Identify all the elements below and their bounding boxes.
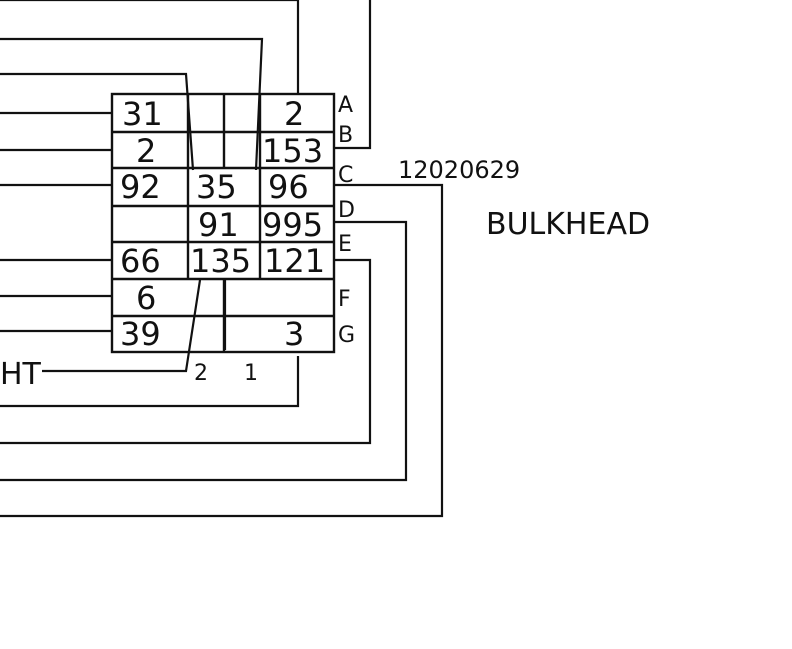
wires [0,0,444,518]
lower-label-left: 2 [194,361,208,386]
row-letter-d: D [338,198,355,223]
wire-g-bottom [0,356,300,408]
connector-name-label: BULKHEAD [486,207,650,242]
wire-e-loop [0,258,372,445]
cut-off-label: HT [0,357,42,392]
row-letters: A B C D E F G [338,93,355,348]
cell-numbers: 31 2 2 153 92 35 96 91 995 66 135 121 6 … [120,95,325,353]
row-letter-g: G [338,323,355,348]
cell-a1: 31 [122,95,163,133]
row-letter-e: E [338,232,352,257]
wire-left-c3 [0,37,264,171]
cell-e4: 121 [264,242,325,280]
wire-d-loop [0,220,408,482]
cell-d3: 91 [198,206,239,244]
cell-f1: 6 [136,279,156,317]
cell-e3: 135 [190,242,251,280]
cell-g4: 3 [284,315,304,353]
cell-b1: 2 [136,132,156,170]
row-letter-c: C [338,163,353,188]
cell-c1: 92 [120,168,161,206]
cell-a4: 2 [284,95,304,133]
wire-left-c3b [0,72,195,171]
cell-g1: 39 [120,315,161,353]
connector-grid [110,92,336,354]
row-letter-b: B [338,123,353,148]
cell-d4: 995 [262,206,323,244]
cell-c4: 96 [268,168,309,206]
wire-ht-lead [42,279,202,373]
cell-c3: 35 [196,168,237,206]
cell-e1: 66 [120,242,161,280]
part-number-label: 12020629 [398,156,520,184]
row-letter-a: A [338,93,353,118]
wire-c-loop [0,183,444,518]
wire-top-b [334,0,372,150]
row-letter-f: F [338,287,351,312]
lower-label-right: 1 [244,361,258,386]
cell-b4: 153 [262,132,323,170]
wire-top-a4 [0,0,300,94]
